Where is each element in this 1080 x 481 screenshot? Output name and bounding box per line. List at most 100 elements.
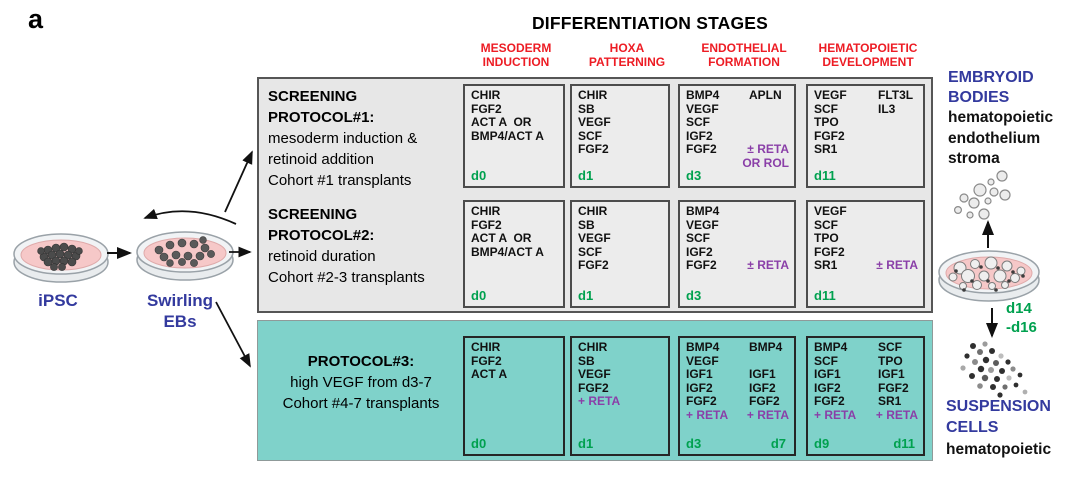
stage-header-mesoderm: MESODERM INDUCTION [460,41,572,69]
reagent-line: SCF [814,217,838,232]
reagent-line: CHIR [471,340,501,354]
reagent-line: FGF2 [471,353,502,368]
eb-spheres [154,236,215,267]
day-range-line: -d16 [1006,319,1037,336]
embryoid-sub-label: hematopoietic endothelium stroma [948,108,1053,170]
reagent-line: IGF2 [686,128,713,143]
protocol2-title-line: PROTOCOL#2: [268,227,375,244]
stage-header-line: PATTERNING [588,54,666,69]
reagent-line: TPO [814,231,839,245]
stage-header-line: ENDOTHELIAL [701,41,787,55]
day-label: d0 [471,288,487,303]
embryoid-bodies-label: EMBRYOID BODIES [948,68,1034,108]
reagent-line: + RETA [578,394,621,408]
protocol1-title-line: SCREENING [268,88,358,105]
day-label: d1 [578,288,594,303]
day-label: d1 [578,168,594,183]
reagent-line: FGF2 [814,128,845,143]
protocol1-desc-line: retinoid addition [268,151,374,168]
embryoid-sub-line: endothelium [948,129,1041,147]
day-label: d11 [814,288,836,303]
day-label: d1 [578,436,594,451]
reagent-line: + RETA+ RETA [814,407,918,422]
reagent-line: SCF [578,244,602,259]
reagent-line: IGF2 [686,244,713,259]
day-label: d0 [471,436,487,451]
stage-header-line: HEMATOPOIETIC [818,41,918,55]
day-label: d7 [770,436,786,451]
reagent-line: + RETA+ RETA [686,407,789,422]
stage-header-line: MESODERM [480,41,552,55]
day-label: d11 [893,436,915,451]
reagent-line: ACT A OR [471,231,532,245]
reagent-line: BMP4/ACT A [471,244,544,259]
reagent-line: TPO [814,115,839,129]
eb-dark-dots [954,265,1025,292]
reagent-line: CHIR [578,88,608,102]
protocol2-title-line: SCREENING [268,206,358,223]
reagent-line: BMP4/ACT A [471,128,544,143]
suspension-cells-illustration [960,341,1028,398]
day-label: d3 [686,288,702,303]
embryoid-label-line: BODIES [948,89,1010,106]
reagent-line: FGF2 [471,101,502,116]
protocol3-desc-line: Cohort #4-7 transplants [282,395,440,412]
ipsc-label: iPSC [38,291,78,310]
reagent-line: OR ROL [742,155,789,170]
reagent-line: FGF2 [814,244,845,259]
stage-header-hoxa: HOXA PATTERNING [570,41,684,69]
suspension-cells-label: SUSPENSION CELLS [946,396,1051,438]
protocol2-desc-line: Cohort #2-3 transplants [268,269,425,286]
reagent-line: SB [578,217,595,232]
reagent-line: SR1± RETA [814,258,918,272]
reagent-line: VEGF [578,231,611,245]
protocol2-text: SCREENING PROTOCOL#2: retinoid duration … [268,204,464,288]
stage-header-line: INDUCTION [482,54,550,69]
reagent-line: FGF2 [578,258,609,272]
reagent-line: CHIR [578,340,608,354]
suspension-label-line: CELLS [946,419,999,436]
suspension-label-line: SUSPENSION [946,398,1051,415]
reagent-line: SB [578,101,595,116]
reagent-line: BMP4 [686,204,720,218]
reagent-line: SR1 [814,142,838,156]
protocol3-text: PROTOCOL#3: high VEGF from d3-7 Cohort #… [262,351,460,414]
reagent-line: VEGF [686,217,719,232]
floating-eb-bubbles [953,170,1011,220]
day-label: d3 [686,168,702,183]
reagent-line: SB [578,353,595,368]
stage-header-line: DEVELOPMENT [822,54,914,69]
reagent-line: CHIR [471,88,501,102]
embryoid-dish-illustration [938,250,1040,302]
reagent-line: SCF [686,115,710,129]
reagent-line: VEGF [814,204,847,218]
protocol3-title-line: PROTOCOL#3: [307,353,415,370]
protocol1-text: SCREENING PROTOCOL#1: mesoderm induction… [268,86,460,191]
protocol1-title-line: PROTOCOL#1: [268,109,375,126]
reagent-line: FGF2± RETA [686,258,789,272]
stage-header-line: FORMATION [708,54,780,69]
reagent-line: FGF2 [578,142,609,156]
figure-title: DIFFERENTIATION STAGES [531,13,769,33]
